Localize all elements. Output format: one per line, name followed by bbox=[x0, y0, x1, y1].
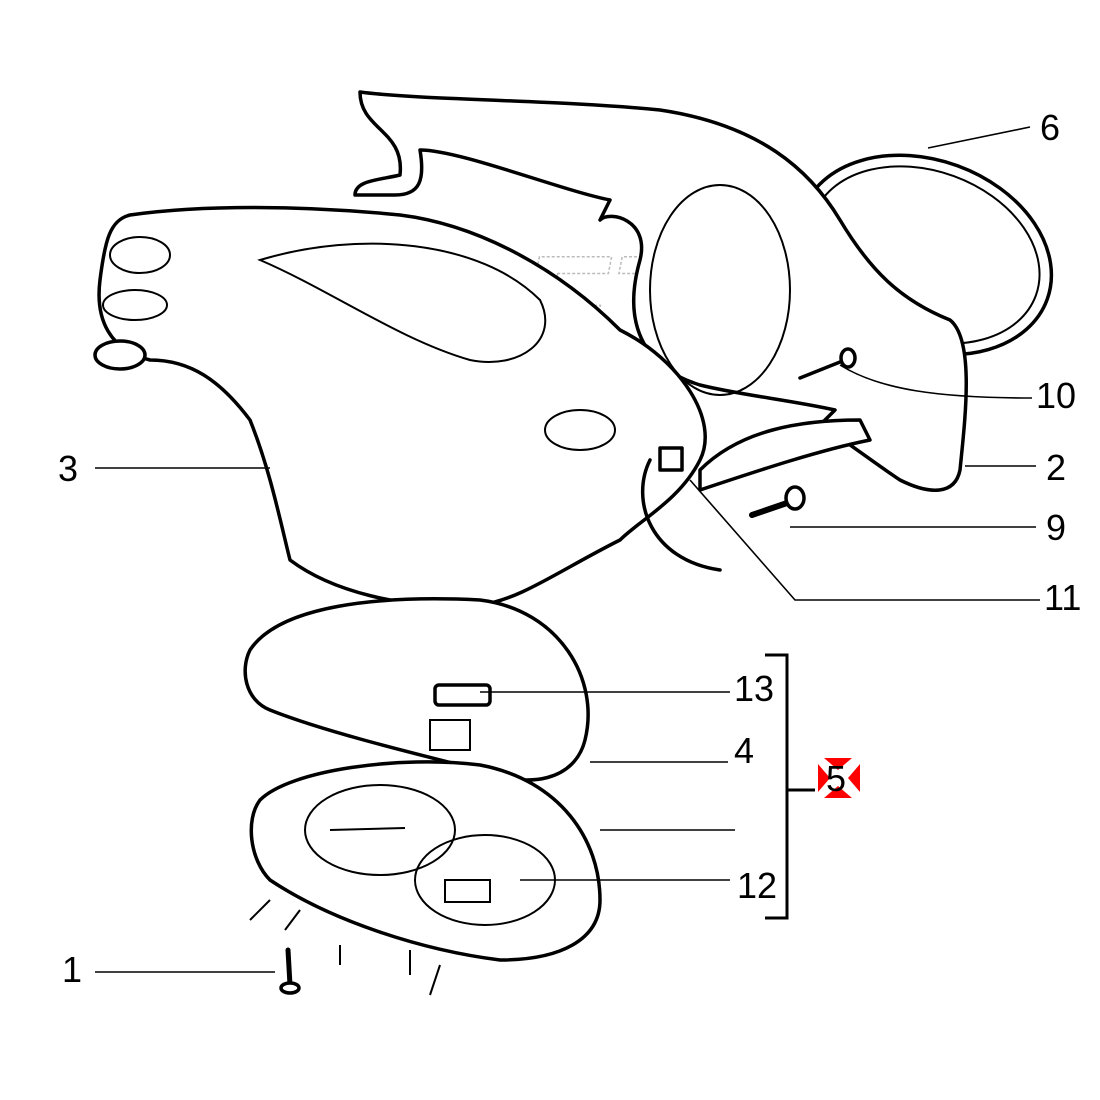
callout-11[interactable]: 11 bbox=[1044, 580, 1086, 616]
callout-12[interactable]: 12 bbox=[737, 868, 782, 904]
part-12-instrument-panel[interactable] bbox=[249, 760, 602, 962]
part-13-plate[interactable] bbox=[433, 683, 492, 707]
part-3-front-handlebar-cover[interactable] bbox=[97, 205, 707, 608]
callout-10[interactable]: 10 bbox=[1036, 378, 1081, 414]
callout-3[interactable]: 3 bbox=[58, 451, 83, 487]
callout-13[interactable]: 13 bbox=[734, 671, 779, 707]
callout-4[interactable]: 4 bbox=[734, 733, 759, 769]
part-2-rear-handlebar-cover[interactable] bbox=[353, 90, 968, 492]
callout-1[interactable]: 1 bbox=[62, 952, 87, 988]
part-9-screw[interactable] bbox=[749, 485, 806, 518]
part-1-screw[interactable] bbox=[279, 947, 301, 995]
part-4-instrument-upper-cover[interactable] bbox=[243, 597, 590, 782]
selection-marker-icon bbox=[818, 758, 860, 798]
callout-9[interactable]: 9 bbox=[1046, 510, 1071, 546]
callout-6[interactable]: 6 bbox=[1040, 110, 1065, 146]
callout-5[interactable]: 5 bbox=[826, 761, 851, 797]
callout-2[interactable]: 2 bbox=[1046, 450, 1071, 486]
part-10-screw[interactable] bbox=[798, 347, 857, 380]
